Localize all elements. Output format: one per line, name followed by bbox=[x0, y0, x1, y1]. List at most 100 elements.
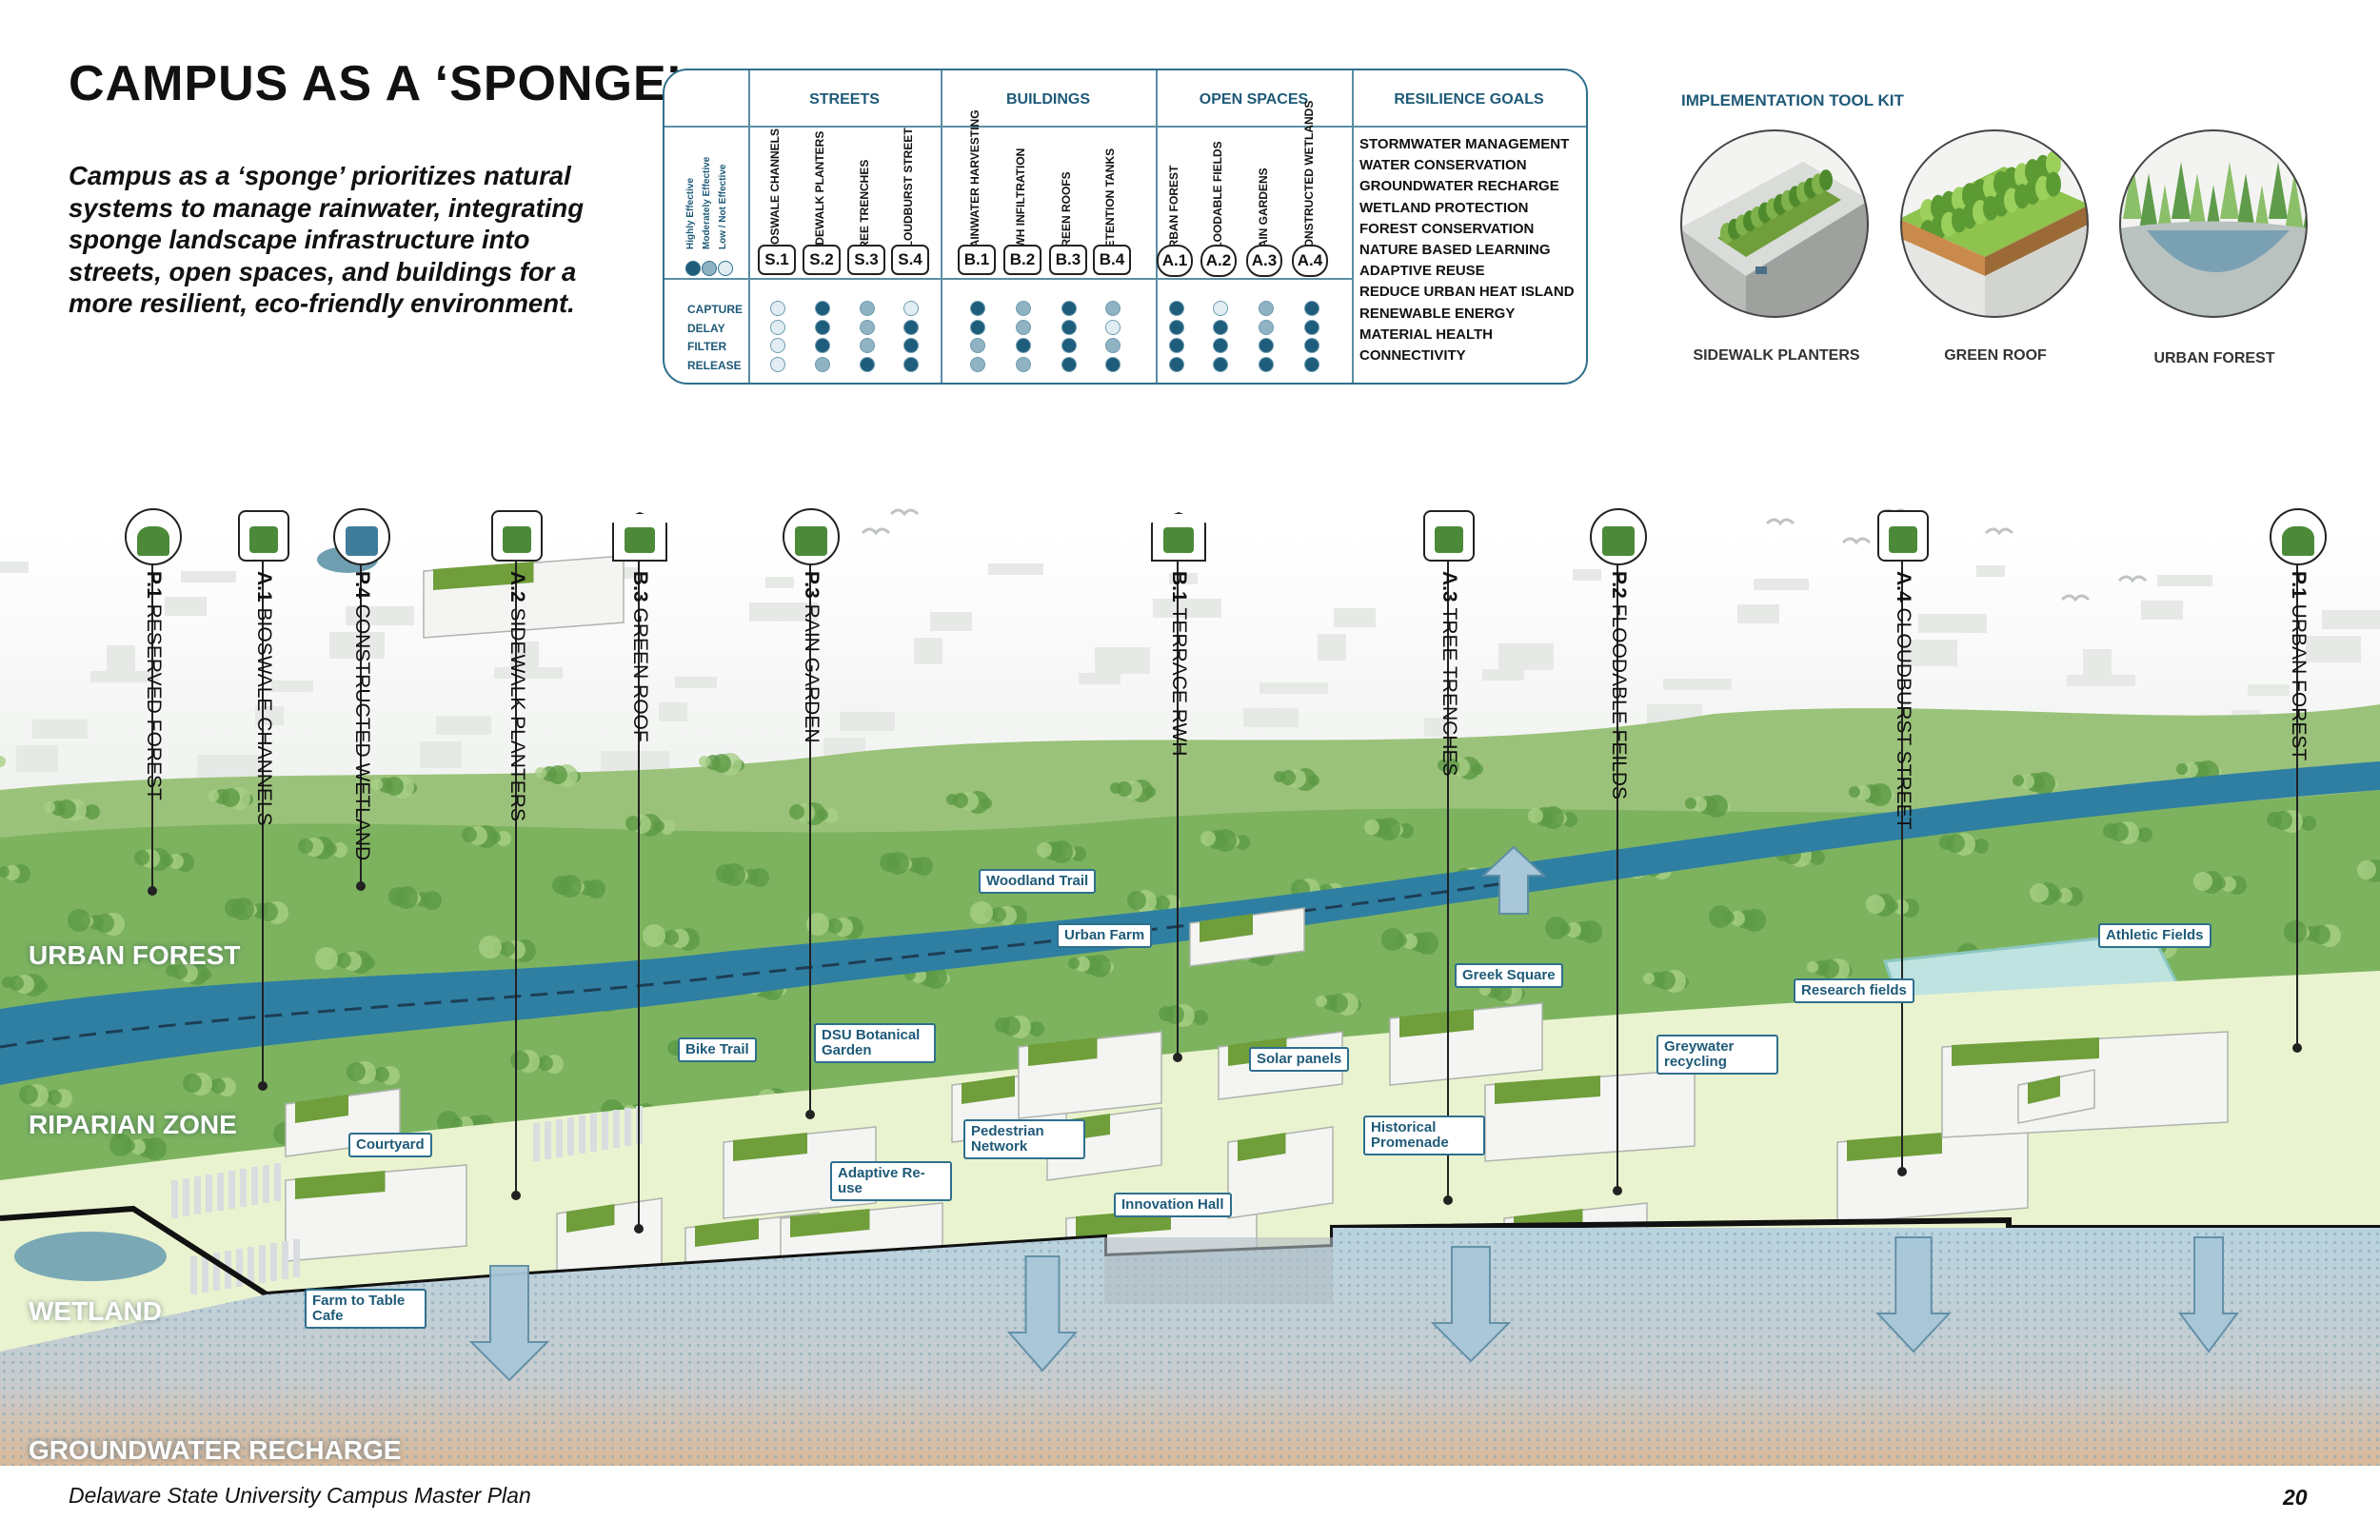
resilience-goal: REDUCE URBAN HEAT ISLAND bbox=[1359, 284, 1575, 301]
tree-canopy bbox=[479, 936, 502, 958]
pin-label: A.1 BIOSWALE CHANNELS bbox=[252, 571, 275, 826]
rating-dot bbox=[1016, 356, 1031, 372]
tree-canopy bbox=[1381, 928, 1404, 951]
pin-label-text: GREEN ROOF bbox=[629, 607, 651, 742]
rating-dot bbox=[1259, 338, 1274, 353]
distant-building bbox=[2141, 601, 2183, 620]
tree-canopy bbox=[552, 876, 571, 895]
soil-section bbox=[1746, 200, 1868, 317]
toolkit-circle-outline bbox=[1680, 129, 1869, 318]
resilience-goal: NATURE BASED LEARNING bbox=[1359, 242, 1551, 258]
tree-canopy bbox=[1528, 808, 1543, 823]
pin-end-dot bbox=[634, 1224, 644, 1234]
green-roof-patch bbox=[433, 562, 534, 590]
matrix-divider-3 bbox=[1352, 70, 1354, 383]
pin-end-dot bbox=[148, 886, 157, 896]
toolkit-title: IMPLEMENTATION TOOL KIT bbox=[1681, 91, 1904, 109]
distant-building bbox=[2306, 636, 2361, 662]
parking-stall bbox=[183, 1178, 189, 1216]
basement-block bbox=[1104, 1237, 1333, 1304]
resilience-goal: WATER CONSERVATION bbox=[1359, 157, 1527, 174]
pin-label: A.4 CLOUDBURST STREET bbox=[1892, 571, 1914, 830]
tree-canopy bbox=[946, 794, 958, 805]
distant-building bbox=[1424, 718, 1453, 737]
distant-building bbox=[346, 606, 414, 625]
tree-canopy bbox=[1849, 786, 1860, 798]
tree-canopy bbox=[183, 1074, 202, 1093]
distant-building bbox=[0, 562, 29, 573]
matrix-code-badge: S.1 bbox=[758, 245, 796, 275]
tree-canopy bbox=[1438, 760, 1449, 771]
matrix-column-label: RAIN GARDENS bbox=[1257, 137, 1275, 261]
callout-label: Woodland Trail bbox=[979, 869, 1097, 894]
matrix-row-label: CAPTURE bbox=[687, 303, 744, 316]
parking-stall bbox=[171, 1180, 178, 1218]
pin-end-dot bbox=[356, 881, 366, 891]
rating-dot bbox=[860, 356, 875, 372]
parking-stall bbox=[190, 1256, 197, 1294]
distant-building bbox=[749, 602, 818, 622]
page-title: CAMPUS AS A ‘SPONGE’ bbox=[69, 56, 683, 111]
icon-glyph bbox=[346, 525, 378, 556]
pin-code: P.3 bbox=[801, 571, 823, 604]
matrix-header-rule bbox=[664, 126, 1586, 128]
parking-stall bbox=[590, 1114, 597, 1152]
groundwater-stipple bbox=[0, 1228, 2380, 1466]
rating-dot bbox=[1304, 319, 1319, 335]
parking-stall bbox=[236, 1249, 243, 1287]
tree-canopy bbox=[2176, 763, 2188, 775]
rating-dot bbox=[903, 319, 919, 335]
distant-building bbox=[2083, 649, 2112, 676]
tree-canopy bbox=[1200, 831, 1216, 846]
distant-building bbox=[1153, 599, 1221, 618]
distant-building bbox=[840, 712, 895, 731]
page-number: 20 bbox=[2283, 1485, 2308, 1510]
pin-label-text: CONSTRUCTED WETLAND bbox=[351, 603, 373, 861]
tree-canopy bbox=[970, 901, 993, 924]
rating-dot bbox=[815, 338, 830, 353]
matrix-code-badge: B.4 bbox=[1093, 245, 1131, 275]
matrix-column-label-text: RAIN GARDENS bbox=[1257, 168, 1270, 256]
distant-building bbox=[1482, 669, 1524, 681]
tree-canopy bbox=[535, 767, 546, 779]
toolkit-circle-outline bbox=[2119, 129, 2308, 318]
terrace-icon bbox=[1151, 512, 1206, 562]
tree-canopy bbox=[1037, 842, 1052, 858]
callout-label: Courtyard bbox=[348, 1133, 432, 1157]
bird bbox=[889, 508, 920, 517]
rating-dot bbox=[770, 301, 785, 316]
pin-code: P.1 bbox=[143, 571, 165, 604]
parking-stall bbox=[206, 1175, 212, 1213]
callout-label: Historical Promenade bbox=[1363, 1116, 1485, 1155]
tree-canopy bbox=[2, 977, 13, 988]
matrix-column-label: TREE TRENCHES bbox=[858, 137, 876, 261]
pin-line bbox=[1447, 562, 1449, 1199]
pin-label-text: BIOSWALE CHANNELS bbox=[253, 607, 275, 826]
bird bbox=[1984, 527, 2014, 536]
tree-canopy bbox=[1110, 782, 1121, 794]
wetland-pond bbox=[14, 1232, 167, 1281]
tree-canopy bbox=[806, 913, 829, 936]
pin-line bbox=[360, 562, 362, 885]
rating-dot bbox=[815, 319, 830, 335]
pin-end-dot bbox=[1897, 1167, 1907, 1176]
rating-dot bbox=[1213, 319, 1228, 335]
pin-code: P.2 bbox=[1608, 571, 1630, 604]
distant-building bbox=[1498, 643, 1554, 670]
callout-label: Athletic Fields bbox=[2098, 923, 2211, 948]
pin-end-dot bbox=[1443, 1195, 1453, 1205]
matrix-column-label-text: URBAN FOREST bbox=[1167, 165, 1180, 256]
green-roof-patch bbox=[1028, 1037, 1098, 1066]
tree-canopy bbox=[2013, 775, 2024, 786]
distant-building bbox=[90, 671, 159, 682]
legend-dot bbox=[718, 261, 733, 276]
tree-canopy bbox=[0, 756, 6, 767]
pin-label: P.2 FLOODABLE FEILDS bbox=[1607, 571, 1630, 800]
distant-building bbox=[271, 681, 313, 692]
tree-trench-icon bbox=[1423, 510, 1475, 562]
zone-label: GROUNDWATER RECHARGE bbox=[29, 1435, 402, 1465]
pin-label-text: URBAN FOREST bbox=[2288, 603, 2310, 761]
pin-line bbox=[1616, 562, 1618, 1190]
rating-dot bbox=[770, 338, 785, 353]
tree-canopy bbox=[1643, 973, 1655, 984]
